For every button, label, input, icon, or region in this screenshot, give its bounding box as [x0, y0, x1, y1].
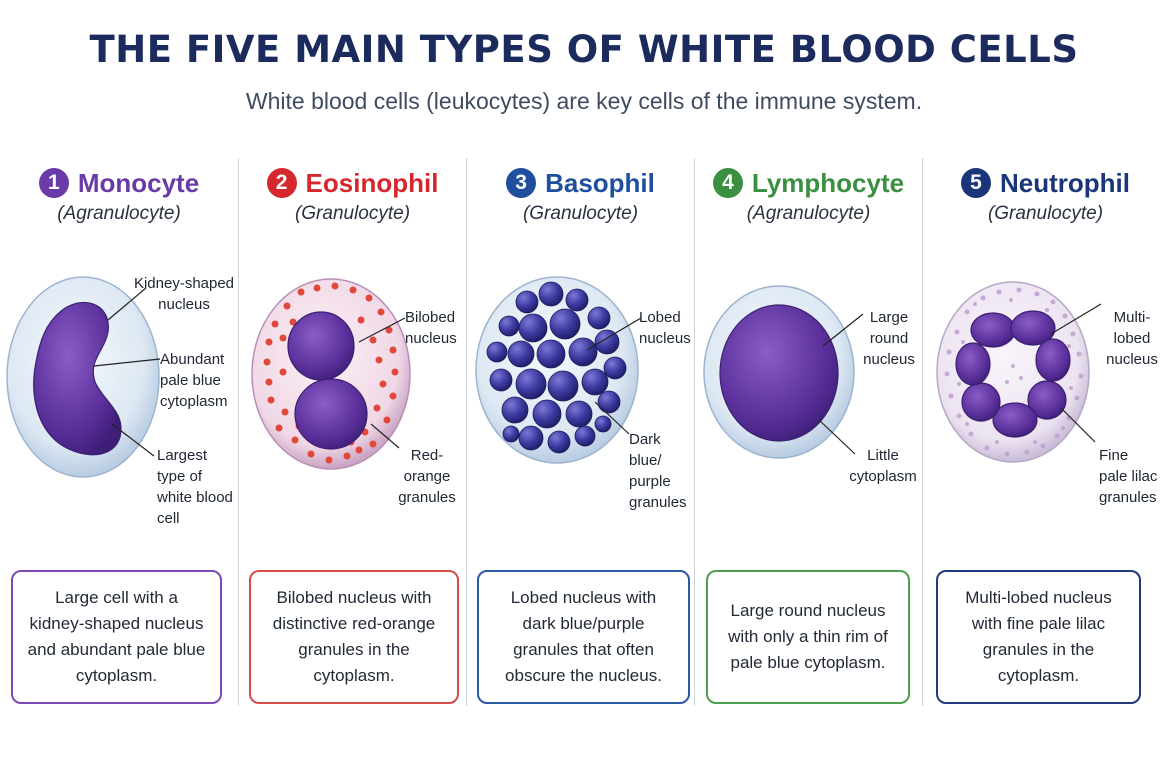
annotation-label: Dark blue/ purple granules [629, 431, 687, 511]
number-badge: 2 [266, 168, 297, 198]
cell-header: 5 Neutrophil [923, 165, 1168, 201]
cell-header: 1 Monocyte [0, 165, 238, 201]
description-box: Large cell with a kidney-shaped nucleus … [11, 570, 222, 704]
monocyte-illustration [6, 276, 161, 478]
cell-name: Monocyte [77, 167, 200, 198]
number-badge: 4 [712, 168, 743, 198]
cell-column-basophil: 3 Basophil (Granulocyte) Lobed nucleus D… [467, 160, 694, 720]
annotation-label: Little cytoplasm [849, 447, 917, 485]
annotation-label: Red-orange granules [398, 447, 456, 506]
cell-type: (Agranulocyte) [57, 203, 181, 224]
basophil-illustration [475, 276, 642, 464]
annotation-label: Lobed nucleus [639, 309, 691, 347]
cell-name: Eosinophil [305, 167, 439, 198]
annotation-label: Bilobed nucleus [405, 309, 457, 347]
cell-name: Lymphocyte [751, 167, 905, 198]
page-subtitle: White blood cells (leukocytes) are key c… [245, 88, 923, 114]
cell-type: (Granulocyte) [294, 203, 411, 224]
annotation-label: Largest type of white blood cell [157, 447, 233, 527]
annotation-label: Abundant pale blue cytoplasm [160, 351, 228, 410]
number-badge: 3 [506, 168, 537, 198]
description-text: Multi-lobed nucleus with fine pale lilac… [965, 588, 1112, 685]
cell-column-lymphocyte: 4 Lymphocyte (Agranulocyte) Large round … [695, 160, 922, 720]
cell-header: 3 Basophil [467, 165, 694, 201]
neutrophil-illustration [936, 281, 1102, 463]
column-divider [466, 158, 467, 706]
description-text: Large cell with a kidney-shaped nucleus … [27, 588, 206, 685]
annotation-label: Fine pale lilac granules [1099, 447, 1158, 506]
cell-column-monocyte: 1 Monocyte (Agranulocyte) Kidney-shaped … [0, 160, 238, 720]
cell-column-eosinophil: 2 Eosinophil (Granulocyte) Bilobed nucle… [239, 160, 466, 720]
annotation-label: Multi- lobed nucleus [1106, 309, 1158, 368]
description-box: Multi-lobed nucleus with fine pale lilac… [936, 570, 1141, 704]
lymphocyte-illustration [703, 285, 864, 459]
description-box: Lobed nucleus with dark blue/purple gran… [477, 570, 690, 704]
cell-type: (Granulocyte) [987, 203, 1104, 224]
cell-header: 4 Lymphocyte [695, 165, 922, 201]
description-text: Lobed nucleus with dark blue/purple gran… [505, 588, 662, 685]
cell-header: 2 Eosinophil [239, 165, 466, 201]
eosinophil-illustration [251, 278, 411, 470]
description-text: Bilobed nucleus with distinctive red-ora… [272, 588, 436, 685]
column-divider [694, 158, 695, 706]
page-title: THE FIVE MAIN TYPES OF WHITE BLOOD CELLS [89, 28, 1079, 71]
description-text: Large round nucleus with only a thin rim… [728, 601, 888, 672]
description-box: Large round nucleus with only a thin rim… [706, 570, 910, 704]
cell-name: Basophil [545, 167, 655, 198]
cell-type: (Granulocyte) [522, 203, 639, 224]
annotation-label: Large round nucleus [863, 309, 915, 368]
number-badge: 1 [38, 168, 69, 198]
cell-name: Neutrophil [1000, 167, 1130, 198]
annotation-label: Kidney-shaped nucleus [133, 275, 235, 313]
cell-type: (Agranulocyte) [746, 203, 871, 224]
description-box: Bilobed nucleus with distinctive red-ora… [249, 570, 459, 704]
column-divider [238, 158, 239, 706]
number-badge: 5 [961, 168, 991, 198]
cell-column-neutrophil: 5 Neutrophil (Granulocyte) Multi- lo [923, 160, 1168, 720]
column-divider [922, 158, 923, 706]
